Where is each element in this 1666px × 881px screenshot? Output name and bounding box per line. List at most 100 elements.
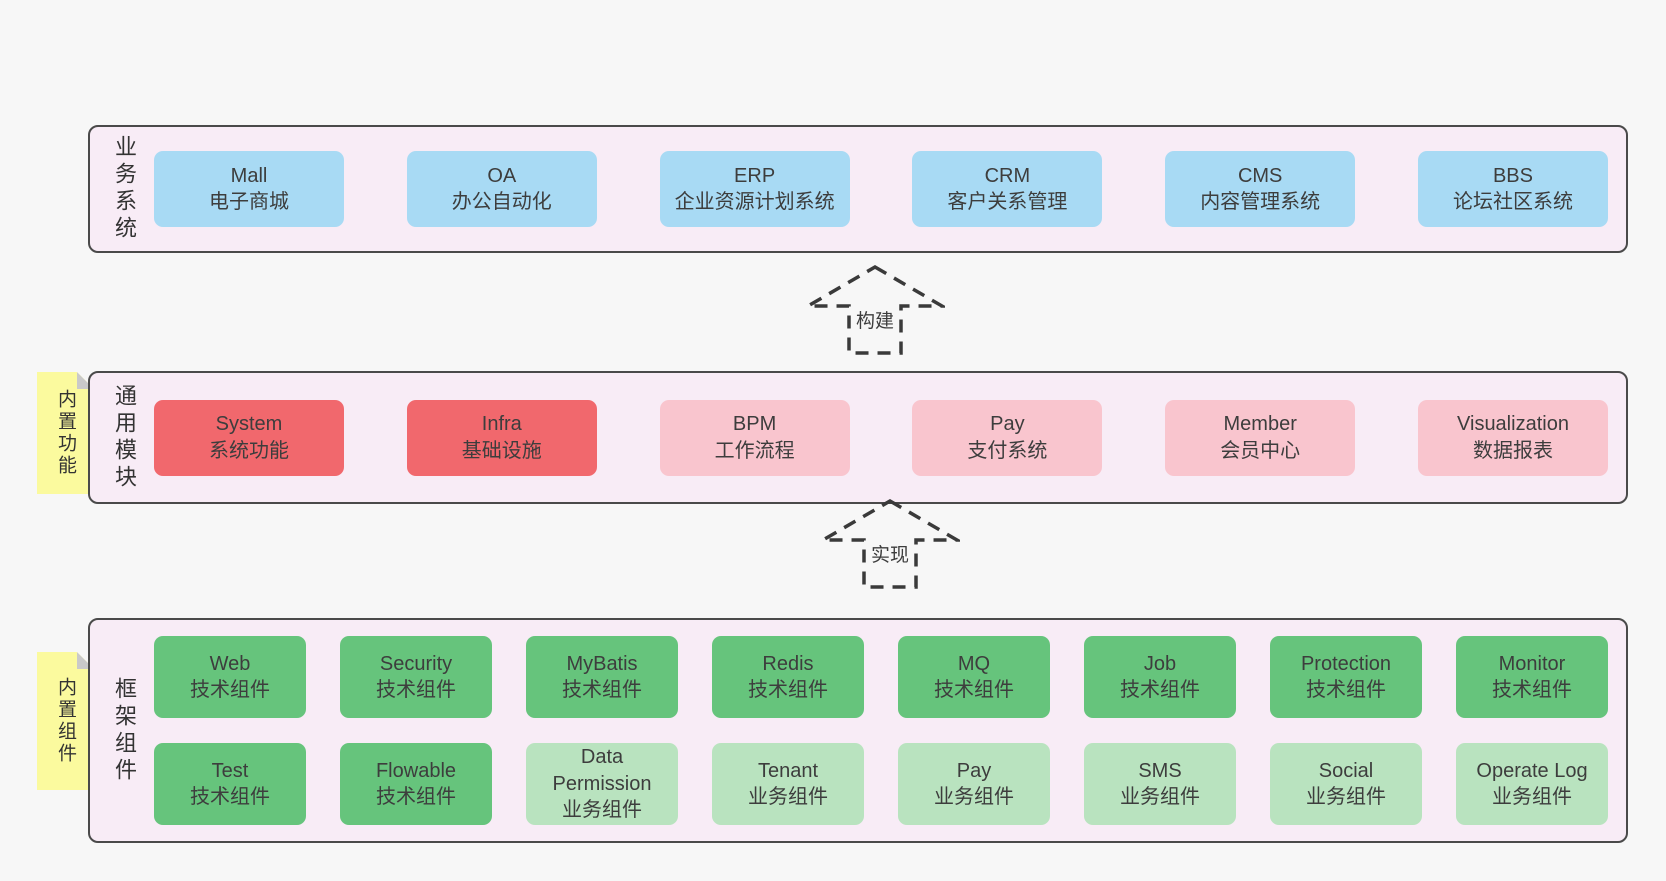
box-name: OA [487,164,517,187]
data-permission-box: Data Permission 业务组件 [526,743,678,825]
layer-label: 框架组件 [112,676,137,785]
arrow-label: 构建 [852,306,898,333]
security-box: Security 技术组件 [340,636,492,718]
box-subtitle: 技术组件 [376,786,456,808]
box-subtitle: 技术组件 [1492,679,1572,701]
box-subtitle: 业务组件 [1120,786,1200,808]
box-name: Data Permission [552,746,652,795]
box-subtitle: 论坛社区系统 [1452,191,1573,213]
box-subtitle: 技术组件 [562,679,642,701]
box-name: Infra [481,413,522,436]
box-name: CRM [984,164,1031,187]
arrow-implement: 实现 [820,498,960,590]
box-subtitle: 业务组件 [934,786,1014,808]
sms-box: SMS 业务组件 [1084,743,1236,825]
oa-box: OA 办公自动化 [406,151,597,227]
box-subtitle: 支付系统 [967,439,1048,462]
layer-box-area: System 系统功能 Infra 基础设施 BPM 工作流程 Pay 支付系统 Member 会… [146,373,1626,502]
box-name: Mall [230,164,268,187]
box-name: Visualization [1457,413,1569,436]
box-name: SMS [1138,759,1182,782]
web-box: Web 技术组件 [154,636,306,718]
box-name: MQ [957,652,991,675]
operate-log-box: Operate Log 业务组件 [1456,743,1608,825]
box-subtitle: 业务组件 [1306,786,1386,808]
box-subtitle: 办公自动化 [451,191,552,213]
box-subtitle: 技术组件 [376,679,456,701]
box-subtitle: 会员中心 [1220,439,1301,462]
box-subtitle: 系统功能 [209,439,289,462]
mq-box: MQ 技术组件 [898,636,1050,718]
protection-box: Protection 技术组件 [1270,636,1422,718]
crm-box: CRM 客户关系管理 [912,151,1103,227]
box-name: Operate Log [1476,759,1588,782]
flowable-box: Flowable 技术组件 [340,743,492,825]
box-name: ERP [734,164,776,187]
box-subtitle: 企业资源计划系统 [674,191,835,213]
system-box: System 系统功能 [154,399,344,476]
box-name: BPM [732,413,777,436]
visualization-box: Visualization 数据报表 [1417,399,1608,476]
arrow-build: 构建 [805,264,945,356]
dashed-up-arrow-icon [805,264,945,355]
box-name: Security [379,652,453,675]
bpm-box: BPM 工作流程 [659,399,850,476]
redis-box: Redis 技术组件 [712,636,864,718]
mybatis-box: MyBatis 技术组件 [526,636,678,718]
box-name: Test [211,759,249,782]
bbs-box: BBS 论坛社区系统 [1417,151,1608,227]
box-name: Protection [1300,652,1392,675]
social-box: Social 业务组件 [1270,743,1422,825]
dashed-up-arrow-icon [820,498,960,589]
job-box: Job 技术组件 [1084,636,1236,718]
box-subtitle: 技术组件 [934,679,1014,701]
box-subtitle: 技术组件 [190,679,270,701]
test-box: Test 技术组件 [154,743,306,825]
box-subtitle: 基础设施 [461,439,542,462]
box-subtitle: 工作流程 [714,439,795,462]
box-name: Monitor [1498,652,1566,675]
sticky-note-built-in-components: 内置组件 [37,652,94,790]
sticky-note-label: 内置功能 [55,389,76,477]
box-name: Redis [762,652,814,675]
box-subtitle: 业务组件 [562,799,642,822]
box-name: MyBatis [566,652,638,675]
box-name: Social [1318,759,1374,782]
erp-box: ERP 企业资源计划系统 [659,151,850,227]
box-name: Job [1143,652,1177,675]
box-subtitle: 技术组件 [190,786,270,808]
box-subtitle: 内容管理系统 [1200,191,1321,213]
box-name: CMS [1237,164,1283,187]
box-name: Member [1223,413,1297,436]
box-subtitle: 技术组件 [748,679,828,701]
box-name: Pay [990,413,1025,436]
box-subtitle: 业务组件 [748,786,828,808]
box-name: Tenant [757,759,819,782]
box-name: Web [209,652,251,675]
box-subtitle: 技术组件 [1306,679,1386,701]
arrow-label: 实现 [867,540,913,567]
layer-label: 业务系统 [112,135,137,243]
sticky-note-built-in-features: 内置功能 [37,372,94,494]
box-name: BBS [1492,164,1533,187]
box-name: Pay [956,759,992,782]
box-name: Flowable [375,759,457,782]
box-subtitle: 数据报表 [1472,439,1553,462]
box-row: System 系统功能 Infra 基础设施 BPM 工作流程 Pay 支付系统 Member 会… [154,399,1608,476]
box-name: System [215,413,283,436]
box-subtitle: 技术组件 [1120,679,1200,701]
box-subtitle: 客户关系管理 [947,191,1068,213]
box-subtitle: 业务组件 [1492,786,1572,808]
infra-box: Infra 基础设施 [406,399,597,476]
tenant-box: Tenant 业务组件 [712,743,864,825]
sticky-note-label: 内置组件 [55,677,76,765]
cms-box: CMS 内容管理系统 [1165,151,1356,227]
